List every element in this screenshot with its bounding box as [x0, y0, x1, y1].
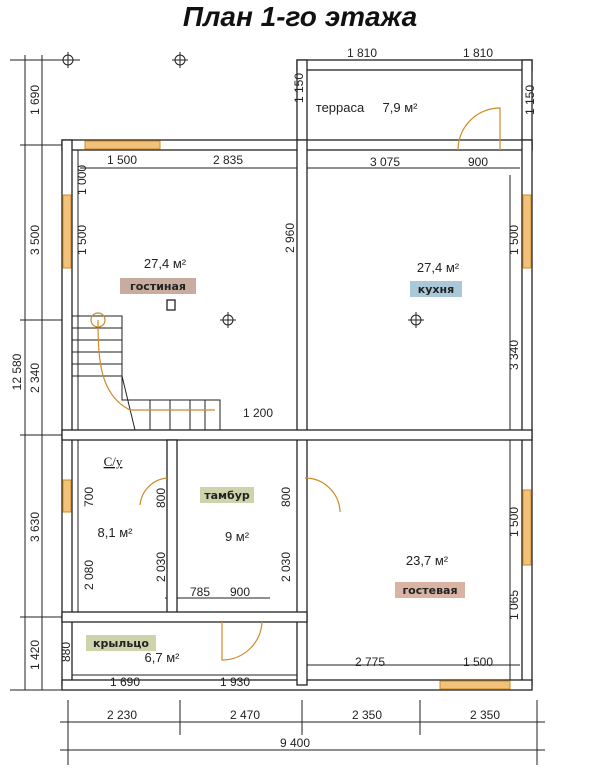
- windows: [62, 140, 532, 690]
- vestibule-area: 9 м²: [225, 529, 250, 544]
- column-markers: [60, 52, 424, 328]
- dim: 1 500: [463, 655, 493, 669]
- dim: 2 080: [82, 560, 96, 590]
- vestibule-name: тамбур: [204, 489, 250, 502]
- dim: 785: [190, 585, 210, 599]
- dim: 1 150: [523, 85, 537, 115]
- dim: 1 690: [110, 675, 140, 689]
- staircase: [71, 312, 221, 431]
- living-area: 27,4 м²: [144, 256, 187, 271]
- dim: 3 500: [28, 225, 42, 255]
- kitchen-name: кухня: [418, 283, 454, 296]
- dim: 3 630: [28, 512, 42, 542]
- doors: [139, 107, 501, 661]
- porch-name: крыльцо: [93, 637, 149, 650]
- dim: 800: [279, 487, 293, 507]
- kitchen-area: 27,4 м²: [417, 260, 460, 275]
- dim: 1 930: [220, 675, 250, 689]
- guest-area: 23,7 м²: [406, 553, 449, 568]
- dim: 1 500: [507, 507, 521, 537]
- porch-label-bg: [86, 635, 156, 651]
- living-label-bg: [120, 278, 196, 294]
- dim: 2 775: [355, 655, 385, 669]
- guest-name: гостевая: [402, 584, 457, 597]
- dim: 2 340: [28, 363, 42, 393]
- walls: [61, 59, 533, 691]
- dim: 1 500: [75, 225, 89, 255]
- dim: 2 960: [283, 223, 297, 253]
- living-name: гостиная: [130, 280, 186, 293]
- dim: 1 500: [507, 225, 521, 255]
- bathroom-name: С/у: [104, 454, 123, 469]
- dim: 800: [154, 488, 168, 508]
- dim: 1 420: [28, 640, 42, 670]
- dim: 2 350: [470, 708, 500, 722]
- dim: 1 150: [292, 73, 306, 103]
- dim: 900: [230, 585, 250, 599]
- dim: 9 400: [280, 736, 310, 750]
- porch-area: 6,7 м²: [145, 650, 181, 665]
- dim: 700: [82, 487, 96, 507]
- dim: 1 690: [28, 85, 42, 115]
- dim: 2 470: [230, 708, 260, 722]
- kitchen-label-bg: [410, 281, 462, 297]
- dim: 900: [468, 155, 488, 169]
- dim: 1 200: [243, 406, 273, 420]
- bathroom-area: 8,1 м²: [98, 525, 134, 540]
- dim: 2 350: [352, 708, 382, 722]
- vestibule-label-bg: [200, 487, 254, 503]
- dim: 2 230: [107, 708, 137, 722]
- plan-title: План 1-го этажа: [183, 1, 417, 32]
- dim: 12 580: [10, 353, 24, 390]
- dim: 1 810: [347, 46, 377, 60]
- guest-label-bg: [395, 582, 465, 598]
- dim: 2 030: [154, 552, 168, 582]
- dim: 1 000: [75, 165, 89, 195]
- dimension-texts: 1 810 1 810 1 500 2 835 3 075 900 1 200 …: [10, 46, 537, 750]
- dim: 880: [59, 642, 73, 662]
- dim: 3 075: [370, 155, 400, 169]
- dim: 3 340: [507, 340, 521, 370]
- dim: 2 835: [213, 153, 243, 167]
- dim: 1 065: [507, 590, 521, 620]
- dim: 1 810: [463, 46, 493, 60]
- terrace-area: 7,9 м²: [383, 100, 419, 115]
- terrace-name: терраса: [316, 100, 365, 115]
- dim: 1 500: [107, 153, 137, 167]
- dim: 2 030: [279, 552, 293, 582]
